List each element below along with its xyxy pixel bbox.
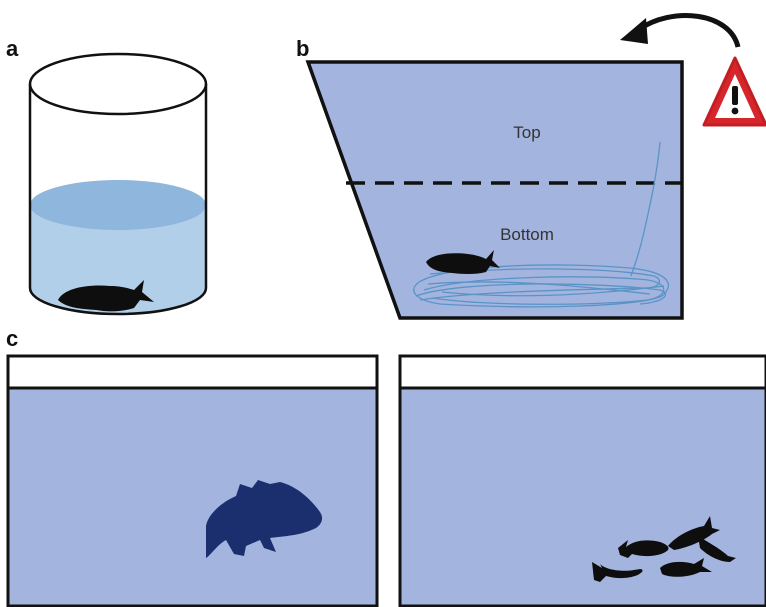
panel-c-label: c (6, 326, 18, 351)
right-tank (400, 356, 766, 606)
water-surface (30, 180, 206, 230)
left-tank (8, 356, 377, 606)
panel-b-label: b (296, 36, 309, 61)
panel-b: b Top Bottom (296, 16, 766, 318)
beaker (30, 54, 206, 314)
panel-c: c (6, 326, 766, 606)
curved-arrow-icon (620, 16, 738, 47)
panel-a-label: a (6, 36, 19, 61)
bottom-zone-label: Bottom (500, 225, 554, 244)
top-zone-label: Top (513, 123, 540, 142)
left-tank-water (8, 388, 377, 606)
panel-a: a (6, 36, 206, 314)
warning-triangle-icon (704, 58, 766, 125)
right-tank-water (400, 388, 766, 606)
beaker-top-rim (30, 54, 206, 114)
